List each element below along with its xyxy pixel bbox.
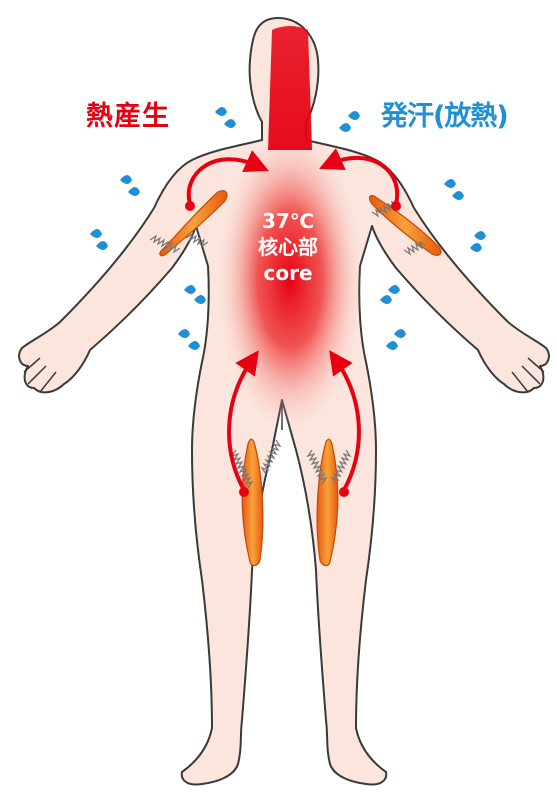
heat-production-label: 熱産生	[86, 94, 170, 133]
core-label: 37℃ 核心部 core	[235, 208, 341, 286]
core-temperature: 37℃	[235, 208, 341, 234]
sweating-label: 発汗(放熱)	[381, 94, 508, 133]
core-name-jp: 核心部	[235, 234, 341, 260]
core-name-en: core	[235, 260, 341, 286]
